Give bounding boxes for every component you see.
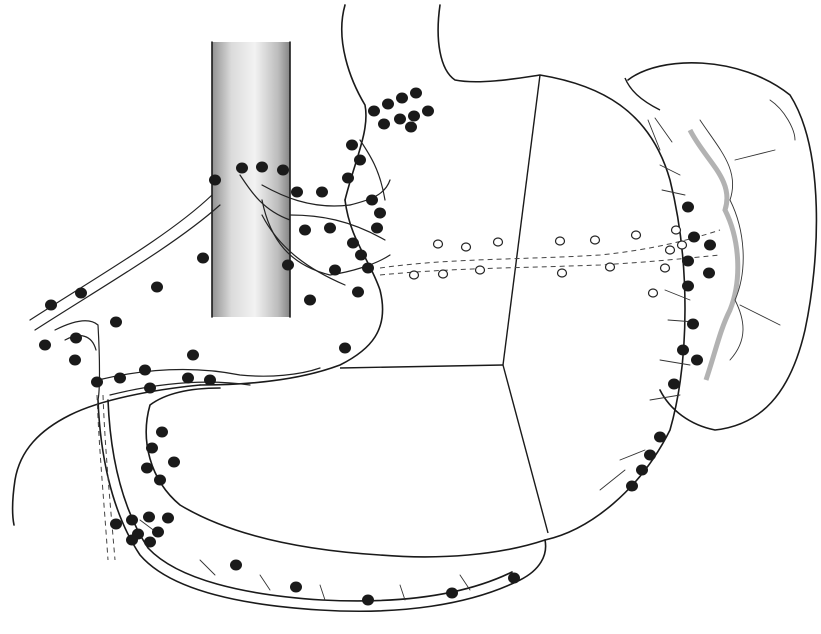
lymph-node-solid	[362, 263, 374, 274]
lymph-node-solid	[382, 99, 394, 110]
lymph-node-solid	[290, 582, 302, 593]
lymph-node-solid	[408, 111, 420, 122]
lymph-node-solid	[324, 223, 336, 234]
lymph-node-solid	[316, 187, 328, 198]
lymph-node-solid	[654, 432, 666, 443]
lymph-node-solid	[368, 106, 380, 117]
lymph-node-solid	[126, 515, 138, 526]
spleen	[628, 63, 816, 430]
lymph-node-solid	[508, 573, 520, 584]
lymph-node-solid	[691, 355, 703, 366]
lymph-node-solid	[75, 288, 87, 299]
lymph-node-solid	[162, 513, 174, 524]
lymph-node-solid	[304, 295, 316, 306]
lymph-nodes-solid	[39, 88, 716, 606]
lymph-node-solid	[378, 119, 390, 130]
aorta	[212, 42, 290, 317]
vascular-arcades	[30, 118, 720, 600]
lymph-node-solid	[446, 588, 458, 599]
lymph-node-solid	[236, 163, 248, 174]
lymph-node-solid	[152, 527, 164, 538]
lymph-node-solid	[374, 208, 386, 219]
lymph-node-solid	[182, 373, 194, 384]
lymph-node-solid	[144, 537, 156, 548]
lymph-node-solid	[69, 355, 81, 366]
lymph-node-solid	[405, 122, 417, 133]
lymph-node-open	[462, 243, 471, 251]
lymph-node-solid	[299, 225, 311, 236]
lymph-node-open	[410, 271, 419, 279]
lymph-node-solid	[371, 223, 383, 234]
lymph-node-open	[591, 236, 600, 244]
lymph-node-solid	[168, 457, 180, 468]
lymph-node-solid	[704, 240, 716, 251]
lymph-node-solid	[703, 268, 715, 279]
lymph-node-solid	[355, 250, 367, 261]
lymph-node-solid	[282, 260, 294, 271]
lymph-node-solid	[291, 187, 303, 198]
lymph-node-solid	[70, 333, 82, 344]
lymph-node-solid	[347, 238, 359, 249]
lymph-node-solid	[394, 114, 406, 125]
lymph-node-solid	[154, 475, 166, 486]
lymph-node-solid	[151, 282, 163, 293]
lymph-node-open	[476, 266, 485, 274]
lymph-node-open	[439, 270, 448, 278]
lymph-node-solid	[366, 195, 378, 206]
lymph-node-solid	[422, 106, 434, 117]
lymph-node-solid	[346, 140, 358, 151]
lymph-node-open	[494, 238, 503, 246]
lymph-node-solid	[687, 319, 699, 330]
lymph-node-solid	[329, 265, 341, 276]
lymph-node-solid	[644, 450, 656, 461]
lymph-node-open	[632, 231, 641, 239]
lymph-node-solid	[91, 377, 103, 388]
lymph-node-solid	[204, 375, 216, 386]
lymph-node-solid	[277, 165, 289, 176]
lymph-node-open	[649, 289, 658, 297]
lymph-node-solid	[126, 535, 138, 546]
lymph-node-solid	[209, 175, 221, 186]
lymph-node-solid	[187, 350, 199, 361]
lymph-node-solid	[668, 379, 680, 390]
lymph-node-solid	[688, 232, 700, 243]
lymph-node-solid	[110, 519, 122, 530]
lymph-node-open	[661, 264, 670, 272]
lymph-node-solid	[410, 88, 422, 99]
lymph-node-open	[678, 241, 687, 249]
lymph-node-solid	[141, 463, 153, 474]
lymph-node-solid	[362, 595, 374, 606]
lymph-node-solid	[682, 281, 694, 292]
lymph-node-solid	[636, 465, 648, 476]
lymph-node-solid	[339, 343, 351, 354]
lymph-node-open	[434, 240, 443, 248]
lymph-node-solid	[352, 287, 364, 298]
lymph-node-solid	[682, 256, 694, 267]
lymph-node-solid	[114, 373, 126, 384]
lymph-node-solid	[139, 365, 151, 376]
lymph-node-solid	[682, 202, 694, 213]
lymph-node-solid	[156, 427, 168, 438]
lymph-node-solid	[110, 317, 122, 328]
lymph-node-solid	[143, 512, 155, 523]
lymph-node-solid	[146, 443, 158, 454]
lymph-node-solid	[354, 155, 366, 166]
lymph-node-solid	[230, 560, 242, 571]
lymph-node-open	[558, 269, 567, 277]
lymph-node-solid	[197, 253, 209, 264]
lymph-node-solid	[396, 93, 408, 104]
lymph-node-solid	[39, 340, 51, 351]
lymph-node-solid	[144, 383, 156, 394]
lymph-node-solid	[626, 481, 638, 492]
lymph-node-open	[672, 226, 681, 234]
lymph-node-open	[556, 237, 565, 245]
lymph-node-open	[666, 246, 675, 254]
lymph-node-solid	[677, 345, 689, 356]
lymph-node-solid	[45, 300, 57, 311]
lymph-node-open	[606, 263, 615, 271]
lymph-node-solid	[342, 173, 354, 184]
lymph-node-solid	[256, 162, 268, 173]
